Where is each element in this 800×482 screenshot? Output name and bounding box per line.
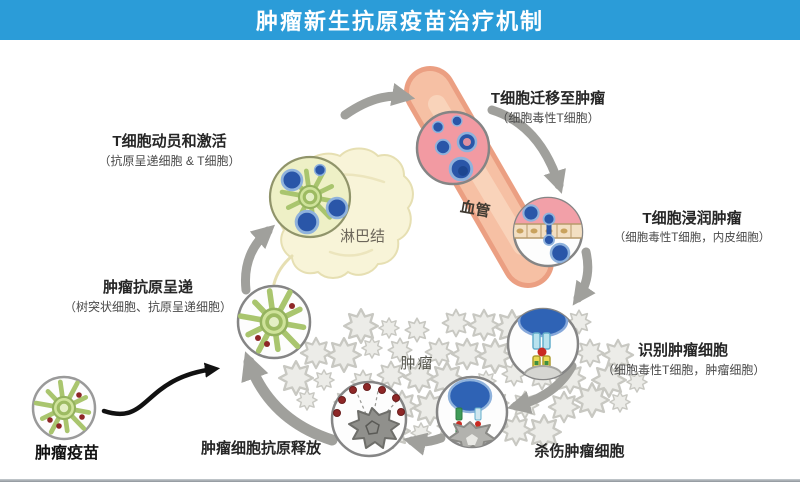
vaccine-label-text: 肿瘤疫苗 bbox=[34, 445, 99, 462]
step-title: 识别肿瘤细胞 bbox=[637, 342, 728, 359]
step-label-migration: T细胞迁移至肿瘤 （细胞毒性T细胞） bbox=[448, 90, 648, 126]
step-label-presentation: 肿瘤抗原呈递 （树突状细胞、抗原呈递细胞） bbox=[48, 279, 248, 315]
antigen-icon bbox=[255, 303, 295, 347]
t-cell-icon bbox=[325, 196, 349, 220]
arrow-recognition-to-killing bbox=[506, 361, 577, 414]
t-cell-icon bbox=[522, 204, 540, 222]
cycle-arrows bbox=[240, 83, 596, 456]
step-subtitle: （细胞毒性T细胞，肿瘤细胞） bbox=[602, 362, 766, 377]
step-title: 杀伤肿瘤细胞 bbox=[534, 443, 625, 460]
step-title: 肿瘤抗原呈递 bbox=[102, 279, 193, 296]
step-title: 肿瘤细胞抗原释放 bbox=[200, 440, 321, 457]
t-cell-icon bbox=[434, 138, 452, 156]
node-killing bbox=[435, 375, 509, 449]
arrow-release-to-presentation bbox=[241, 351, 338, 446]
node-release bbox=[330, 380, 408, 458]
tumor-label: 肿瘤 bbox=[400, 355, 435, 372]
t-cell-icon bbox=[447, 378, 493, 414]
step-subtitle: （树突状细胞、抗原呈递细胞） bbox=[63, 299, 232, 314]
antigen-icon bbox=[333, 383, 405, 417]
step-label-recognition: 识别肿瘤细胞 （细胞毒性T细胞，肿瘤细胞） bbox=[602, 342, 766, 378]
bottom-edge bbox=[0, 479, 800, 482]
node-recognition bbox=[506, 307, 580, 381]
step-label-killing: 杀伤肿瘤细胞 bbox=[492, 443, 667, 462]
arrow-migration-to-infiltration bbox=[487, 105, 566, 194]
step-label-mobilization: T细胞动员和激活 （抗原呈递细胞 & T细胞） bbox=[62, 133, 277, 169]
t-cell-icon bbox=[431, 120, 445, 134]
header-bar: 肿瘤新生抗原疫苗治疗机制 bbox=[0, 0, 800, 40]
t-cell-nucleus bbox=[458, 166, 468, 176]
node-mobilization bbox=[268, 155, 352, 239]
page-title: 肿瘤新生抗原疫苗治疗机制 bbox=[255, 9, 544, 34]
arrow-presentation-to-mobilization bbox=[240, 224, 276, 295]
t-cell-icon bbox=[280, 168, 304, 192]
vaccine-injection-arrow bbox=[101, 362, 221, 417]
antigen-icon bbox=[47, 392, 85, 429]
step-label-release: 肿瘤细胞抗原释放 bbox=[200, 440, 322, 459]
lymph-node-label: 淋巴结 bbox=[339, 228, 385, 245]
arrow-killing-to-release bbox=[402, 432, 446, 456]
step-title: T细胞迁移至肿瘤 bbox=[490, 90, 606, 107]
arrow-infiltration-to-recognition bbox=[572, 247, 596, 306]
t-cell-nucleus bbox=[463, 138, 471, 146]
step-subtitle: （抗原呈递细胞 & T细胞） bbox=[98, 153, 241, 168]
node-migration bbox=[415, 110, 491, 186]
node-infiltration bbox=[512, 196, 584, 268]
node-presentation bbox=[236, 284, 312, 360]
step-label-infiltration: T细胞浸润肿瘤 （细胞毒性T细胞，内皮细胞） bbox=[588, 210, 796, 245]
dying-tumor-cell-icon bbox=[348, 407, 400, 449]
vaccine-node bbox=[31, 375, 97, 441]
arrow-mobilization-to-migration bbox=[340, 83, 416, 120]
step-title: T细胞动员和激活 bbox=[112, 133, 227, 150]
antigen-icon bbox=[537, 347, 547, 357]
vaccine-label: 肿瘤疫苗 bbox=[6, 444, 128, 464]
step-title: T细胞浸润肿瘤 bbox=[642, 210, 742, 227]
t-cell-icon bbox=[517, 309, 569, 338]
step-subtitle: （细胞毒性T细胞，内皮细胞） bbox=[613, 231, 771, 244]
step-subtitle: （细胞毒性T细胞） bbox=[496, 110, 600, 125]
t-cell-icon bbox=[549, 242, 571, 264]
t-cell-icon bbox=[313, 163, 327, 177]
